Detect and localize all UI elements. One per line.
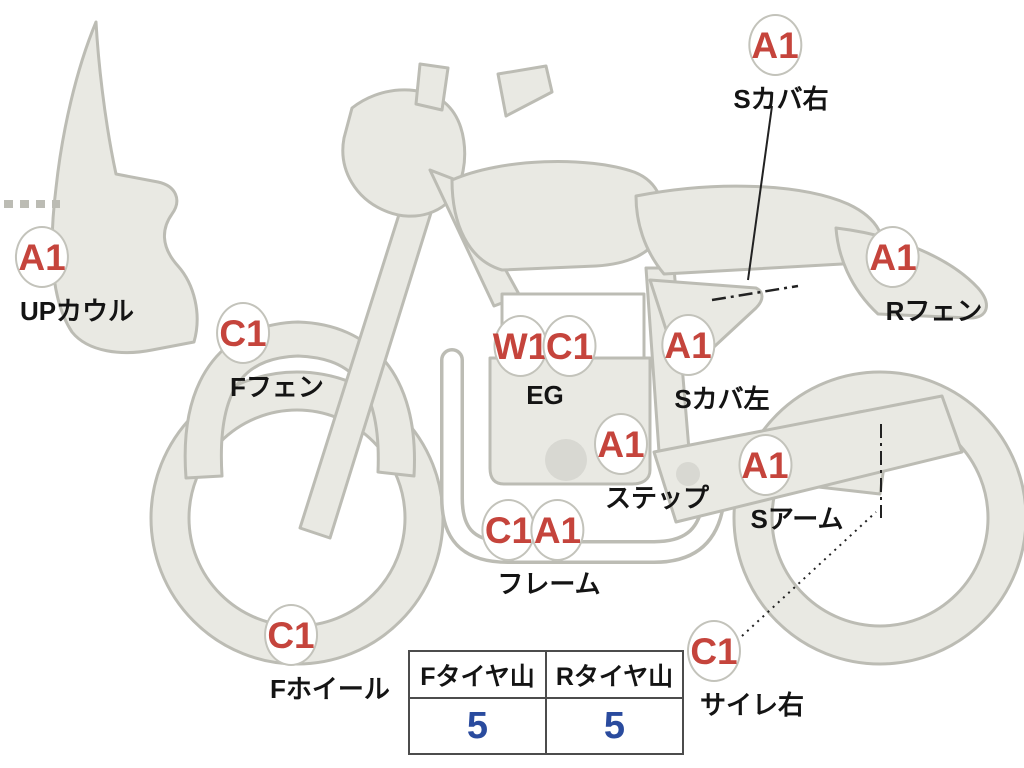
- tire-table-header-front: Fタイヤ山: [408, 650, 547, 699]
- label-r-fender: A1 Rフェン: [845, 226, 982, 328]
- tire-tread-table: Fタイヤ山 Rタイヤ山 5 5: [408, 650, 684, 755]
- condition-code-badge: A1: [15, 226, 69, 288]
- condition-code-badge: A1: [866, 226, 920, 288]
- condition-code-badge: C1: [481, 499, 536, 561]
- label-f-fender: C1 Fフェン: [196, 302, 324, 404]
- tire-tread-front-value: 5: [408, 697, 547, 755]
- part-name-label: サイレ右: [699, 690, 805, 720]
- condition-code-badge: W1: [493, 315, 548, 377]
- pointer-line-silencer-right: [741, 511, 877, 637]
- condition-code-badge: A1: [661, 314, 715, 376]
- upper-cowl: [50, 20, 199, 355]
- part-name-label: フレーム: [497, 569, 601, 599]
- label-f-wheel: C1 Fホイール: [231, 604, 390, 706]
- footpeg: [676, 462, 700, 486]
- part-name-label: Sカバ右: [733, 84, 829, 114]
- tire-table-header-rear: Rタイヤ山: [545, 650, 684, 699]
- crankcase-cap: [545, 439, 587, 481]
- label-swingarm: A1 Sアーム: [718, 434, 844, 536]
- condition-badge-group: A1: [15, 226, 69, 288]
- condition-badge-group: A1: [866, 226, 920, 288]
- part-name-label: Rフェン: [885, 296, 983, 326]
- condition-badge-group: A1: [748, 14, 802, 76]
- label-step: A1 ステップ: [569, 413, 709, 515]
- fuel-tank: [450, 160, 665, 272]
- pointer-line-s-cover-right: [747, 105, 773, 281]
- condition-badge-group: C1: [263, 604, 318, 666]
- label-silencer-right: C1 サイレ右: [662, 620, 804, 722]
- muffler: [652, 394, 964, 524]
- part-name-label: Fホイール: [270, 674, 390, 704]
- part-name-label: ステップ: [604, 483, 710, 513]
- part-name-label: EG: [526, 380, 564, 410]
- condition-badge-group: C1 A1: [481, 499, 585, 561]
- part-name-label: UPカウル: [19, 296, 135, 326]
- label-up-cowl: A1 UPカウル: [0, 226, 134, 328]
- condition-badge-group: A1: [661, 314, 715, 376]
- condition-badge-group: C1: [215, 302, 270, 364]
- handlebar-right: [496, 64, 554, 118]
- condition-code-badge: A1: [748, 14, 802, 76]
- condition-code-badge: A1: [530, 499, 585, 561]
- condition-code-badge: C1: [263, 604, 318, 666]
- tire-tread-rear-value: 5: [545, 697, 684, 755]
- condition-badge-group: C1: [686, 620, 741, 682]
- seat: [634, 184, 884, 276]
- condition-code-badge: C1: [686, 620, 741, 682]
- part-name-label: Sアーム: [750, 504, 844, 534]
- condition-code-badge: C1: [215, 302, 270, 364]
- label-s-cover-right: A1 Sカバ右: [727, 14, 829, 116]
- handlebar-left: [414, 62, 450, 112]
- condition-code-badge: A1: [737, 434, 792, 496]
- label-engine: W1 C1 EG: [493, 315, 597, 411]
- part-name-label: Sカバ左: [674, 384, 770, 414]
- label-s-cover-left: A1 Sカバ左: [640, 314, 770, 416]
- part-name-label: Fフェン: [230, 372, 324, 402]
- condition-code-badge: C1: [542, 315, 597, 377]
- condition-badge-group: A1: [593, 413, 648, 475]
- condition-badge-group: W1 C1: [493, 315, 597, 377]
- label-frame: C1 A1 フレーム: [481, 499, 601, 601]
- condition-code-badge: A1: [593, 413, 648, 475]
- condition-badge-group: A1: [737, 434, 792, 496]
